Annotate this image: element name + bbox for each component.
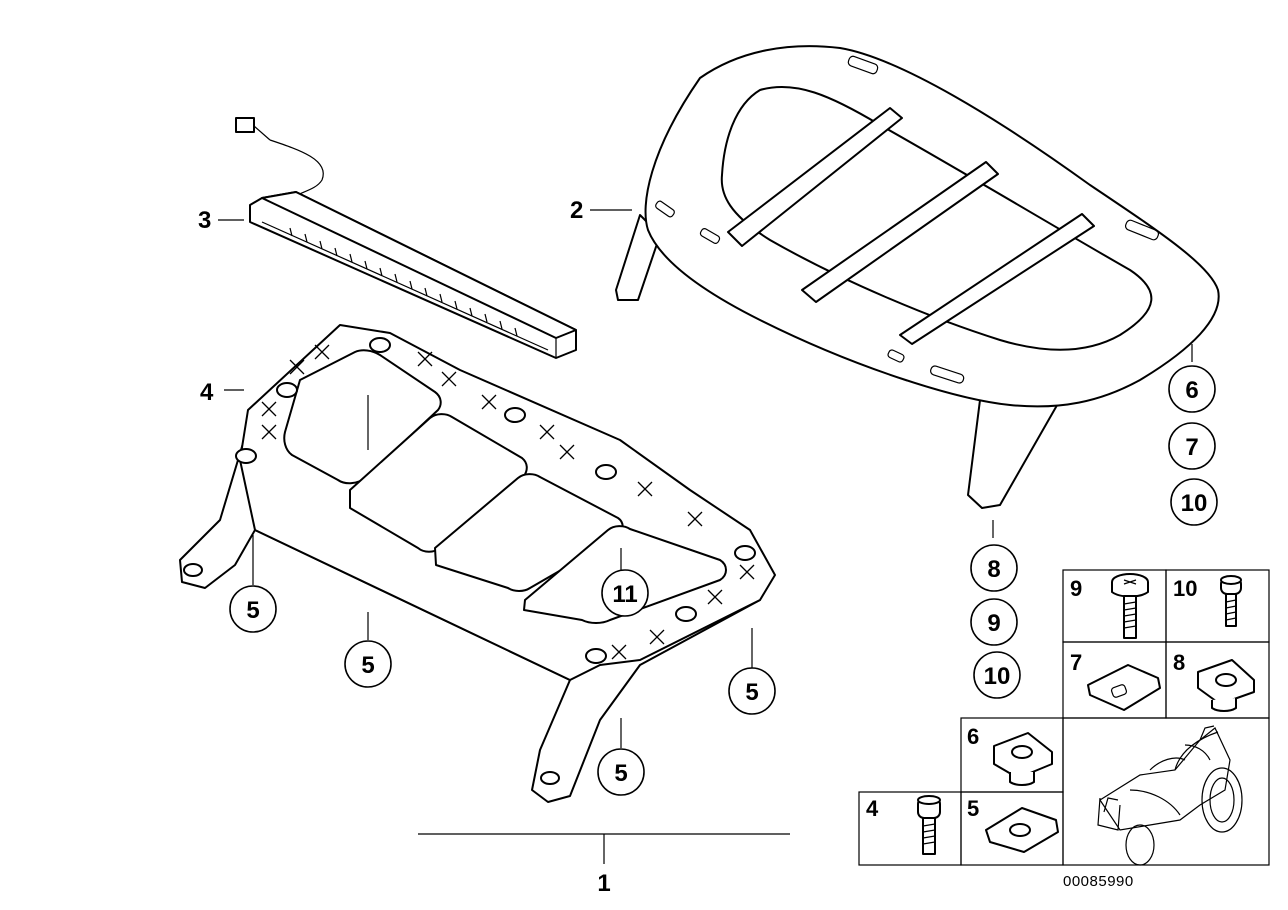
callout-5-center-text: 5 [361,652,374,679]
label-part-2: 2 [570,197,583,224]
callout-6-text: 6 [1185,377,1198,404]
brake-light-bar [218,117,577,359]
plate-7-cell: 7 [1070,650,1161,711]
leader-lines [252,395,753,748]
callout-5-right: 5 [728,667,776,715]
luggage-rack [590,45,1220,538]
cell-label-4: 4 [866,796,879,821]
callout-5-bottom: 5 [597,748,645,796]
cell-label-10: 10 [1173,576,1197,601]
callout-8-text: 8 [987,556,1000,583]
callout-5-bottom-text: 5 [614,760,627,787]
reference-number: 00085990 [1063,873,1134,890]
bolt-4-cell: 4 [866,795,941,855]
label-part-3: 3 [198,207,211,234]
cell-label-5: 5 [967,796,979,821]
callout-10-center-text: 10 [984,663,1011,690]
callout-8: 8 [970,544,1018,592]
callout-10-right-text: 10 [1181,490,1208,517]
assembly-bracket: 1 [418,833,790,897]
callout-9-text: 9 [987,610,1000,637]
callout-11-text: 11 [612,581,637,608]
cell-label-8: 8 [1173,650,1185,675]
callout-6: 6 [1168,365,1216,413]
callout-10-center: 10 [973,651,1021,699]
bolt-10-cell: 10 [1173,575,1242,627]
callout-7: 7 [1168,422,1216,470]
washer-5-cell: 5 [967,796,1059,853]
callout-9: 9 [970,598,1018,646]
cell-label-9: 9 [1070,576,1082,601]
callout-5-left-text: 5 [246,597,259,624]
callout-5-left: 5 [229,585,277,633]
nut-6-cell: 6 [967,724,1053,786]
label-part-4: 4 [200,379,214,406]
callout-5-right-text: 5 [745,679,758,706]
callout-10-right: 10 [1170,478,1218,526]
cell-label-7: 7 [1070,650,1082,675]
screw-9-cell: 9 [1070,573,1149,639]
callout-11: 11 [601,569,649,617]
motorcycle-thumbnail-icon [1097,725,1243,866]
assembly-label: 1 [597,870,610,897]
callout-5-center: 5 [344,640,392,688]
base-plate [179,324,776,803]
nut-8-cell: 8 [1173,650,1255,712]
cell-label-6: 6 [967,724,979,749]
callout-7-text: 7 [1185,434,1198,461]
small-parts-grid [858,569,1270,866]
